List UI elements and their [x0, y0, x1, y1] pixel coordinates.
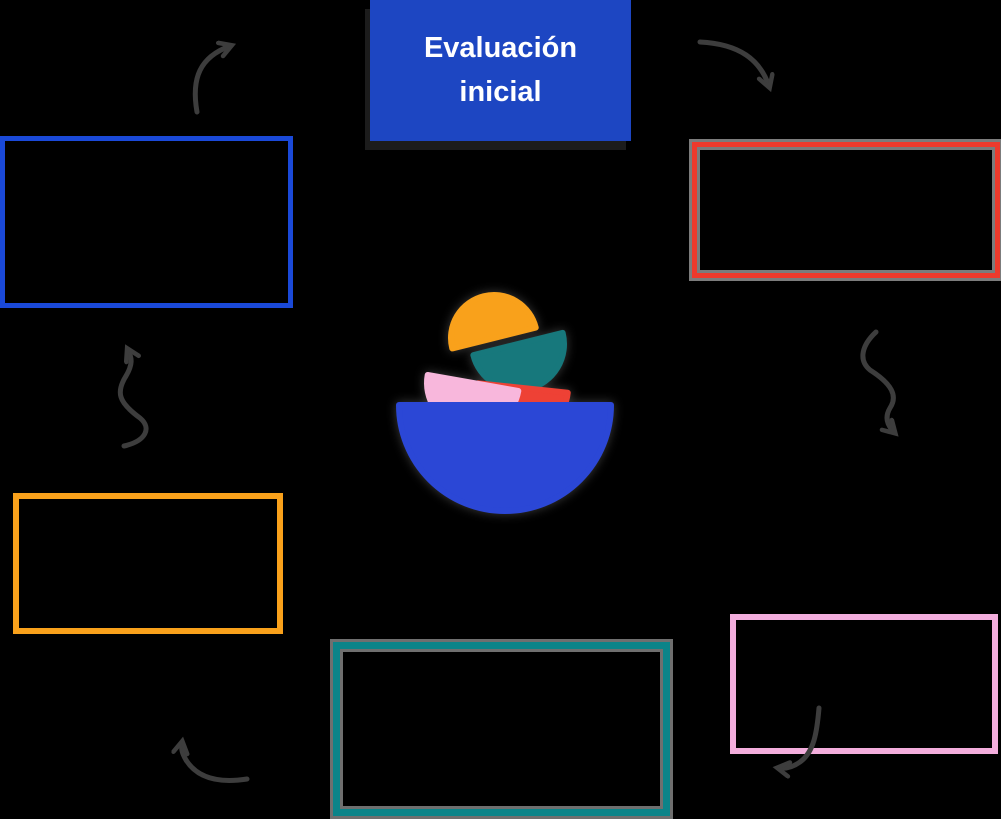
- stacked-bowls-logo: [396, 292, 614, 514]
- node-evaluacion-inicial: Evaluación inicial: [370, 0, 631, 141]
- node-step-top-right: [692, 142, 1000, 278]
- bowl-orange: [448, 292, 539, 352]
- arrow-title-to-top-right: [697, 39, 769, 86]
- node-step-mid-left: [13, 493, 283, 634]
- bowl-blue: [396, 402, 614, 514]
- arrow-mid-right-to-bottom: [779, 705, 822, 768]
- node-evaluacion-inicial-label: Evaluación inicial: [423, 32, 578, 108]
- node-step-bottom: [333, 642, 670, 816]
- node-step-mid-right: [730, 614, 998, 754]
- node-step-top-left: [0, 136, 293, 308]
- arrow-top-right-to-mid-right: [860, 329, 894, 432]
- arrow-top-left-to-title: [192, 46, 230, 115]
- arrow-bottom-to-mid-left: [182, 743, 250, 783]
- arrow-mid-left-to-top-left: [117, 350, 149, 449]
